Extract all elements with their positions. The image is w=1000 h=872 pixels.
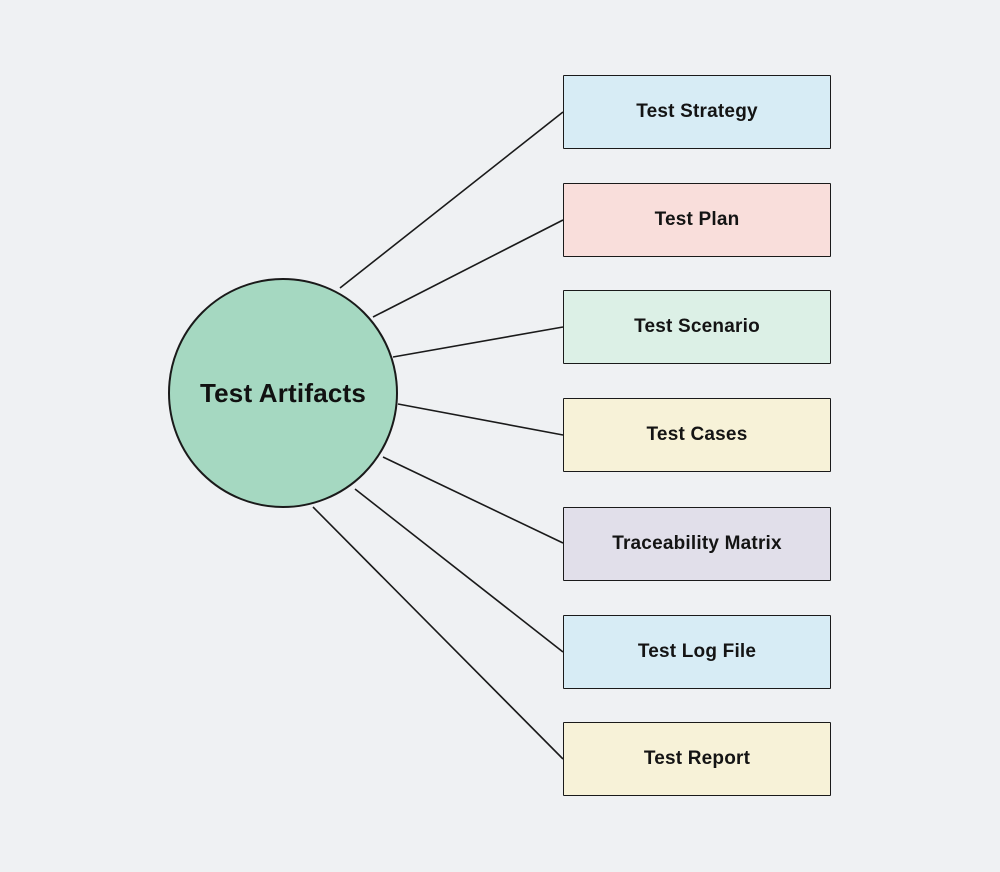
node-test-report: Test Report xyxy=(563,722,831,796)
connector-line-traceability-matrix xyxy=(382,456,564,544)
connector-line-test-scenario xyxy=(392,326,564,358)
connector-line-test-log-file xyxy=(354,488,564,653)
connector-line-test-cases xyxy=(397,403,564,436)
node-label: Test Scenario xyxy=(634,316,760,337)
center-node-label: Test Artifacts xyxy=(199,377,367,408)
connector-line-test-strategy xyxy=(339,111,564,289)
connector-line-test-report xyxy=(312,506,564,760)
node-test-scenario: Test Scenario xyxy=(563,290,831,364)
node-label: Test Log File xyxy=(637,641,757,662)
node-test-strategy: Test Strategy xyxy=(563,75,831,149)
node-test-plan: Test Plan xyxy=(563,183,831,257)
connector-line-test-plan xyxy=(372,219,564,318)
node-label: Test Plan xyxy=(654,209,740,230)
node-traceability-matrix: Traceability Matrix xyxy=(563,507,831,581)
node-test-log-file: Test Log File xyxy=(563,615,831,689)
node-label: Test Report xyxy=(643,748,751,769)
node-test-cases: Test Cases xyxy=(563,398,831,472)
node-label: Test Strategy xyxy=(636,101,758,122)
center-node-test-artifacts: Test Artifacts xyxy=(168,278,398,508)
node-label: Traceability Matrix xyxy=(612,533,782,554)
node-label: Test Cases xyxy=(646,424,748,445)
